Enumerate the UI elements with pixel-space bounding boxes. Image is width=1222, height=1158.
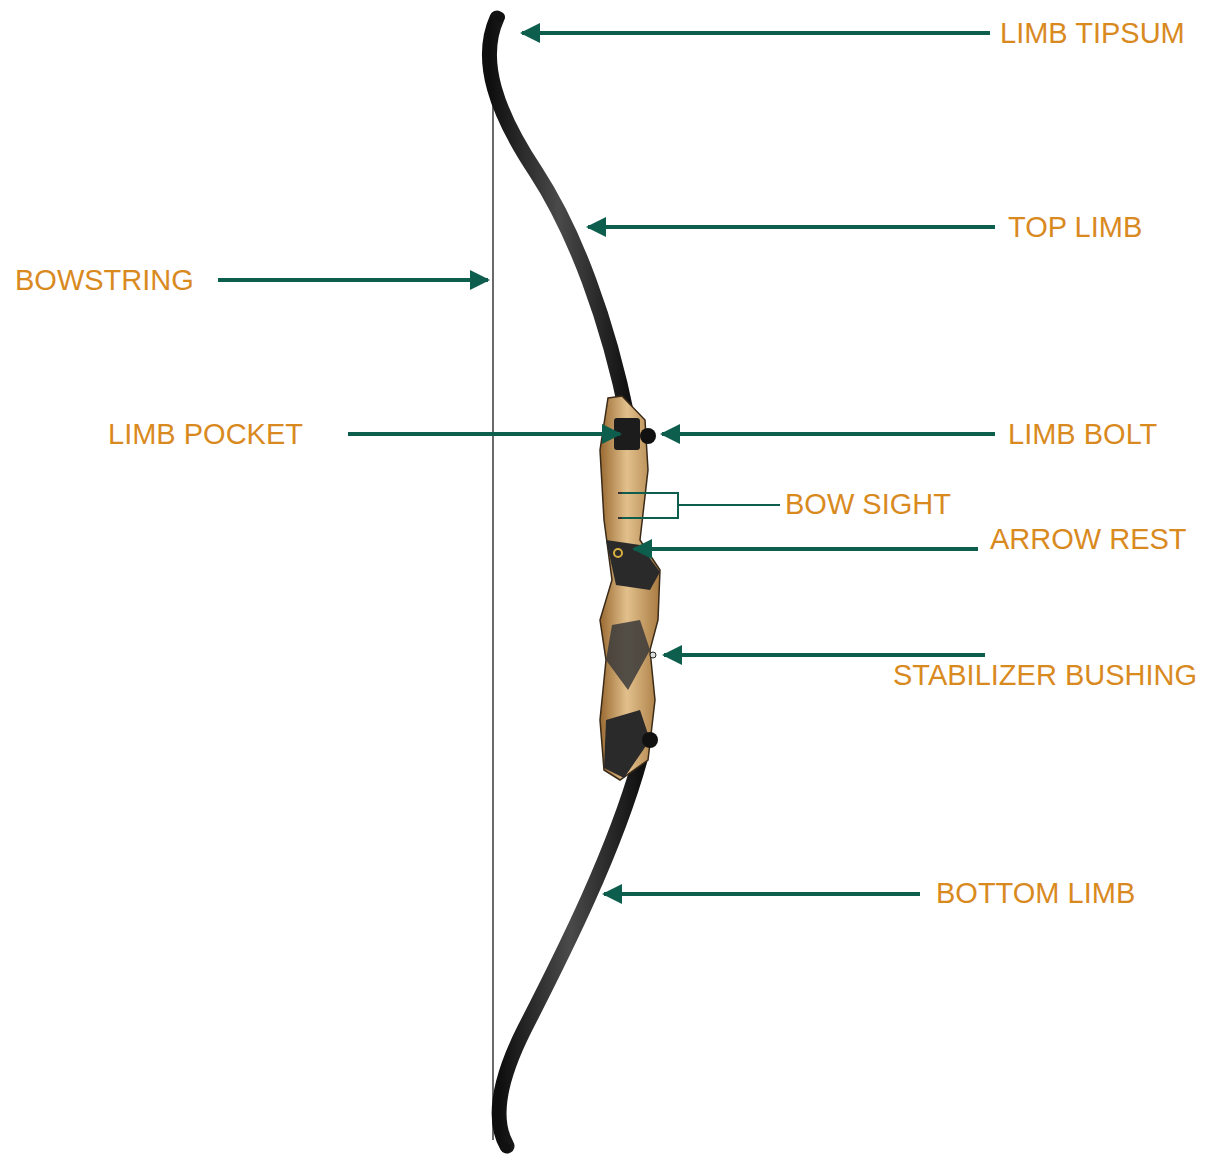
part-label: LIMB TIPSUM <box>1000 19 1185 48</box>
part-label: LIMB POCKET <box>108 420 303 449</box>
part-label: ARROW REST <box>990 525 1187 554</box>
limb-tip <box>495 12 505 22</box>
leader-arrow <box>604 892 920 896</box>
arrow-rest <box>614 549 622 557</box>
grip-panel <box>606 620 650 690</box>
part-label: BOW SIGHT <box>785 490 951 519</box>
leader-arrow <box>218 278 488 282</box>
part-label: STABILIZER BUSHING <box>893 661 1197 690</box>
leader-arrow <box>664 653 985 657</box>
top-limb <box>489 18 628 420</box>
part-label: LIMB BOLT <box>1008 420 1157 449</box>
bracket <box>622 493 780 518</box>
leader-arrows <box>218 33 995 894</box>
limb-tip <box>501 1143 511 1153</box>
leader-arrow <box>348 432 620 436</box>
limb-bolt <box>642 732 658 748</box>
part-label: TOP LIMB <box>1008 213 1142 242</box>
riser <box>600 396 660 780</box>
stabilizer-bushing <box>650 652 656 658</box>
leader-arrow <box>522 31 990 35</box>
bowstring-line <box>492 30 494 1140</box>
leader-arrow <box>634 547 978 551</box>
leader-arrow <box>588 225 995 229</box>
bottom-limb <box>499 760 640 1146</box>
leader-arrow <box>662 432 995 436</box>
limb-bolt <box>640 428 656 444</box>
part-label: BOWSTRING <box>15 266 194 295</box>
part-label: BOTTOM LIMB <box>936 879 1135 908</box>
